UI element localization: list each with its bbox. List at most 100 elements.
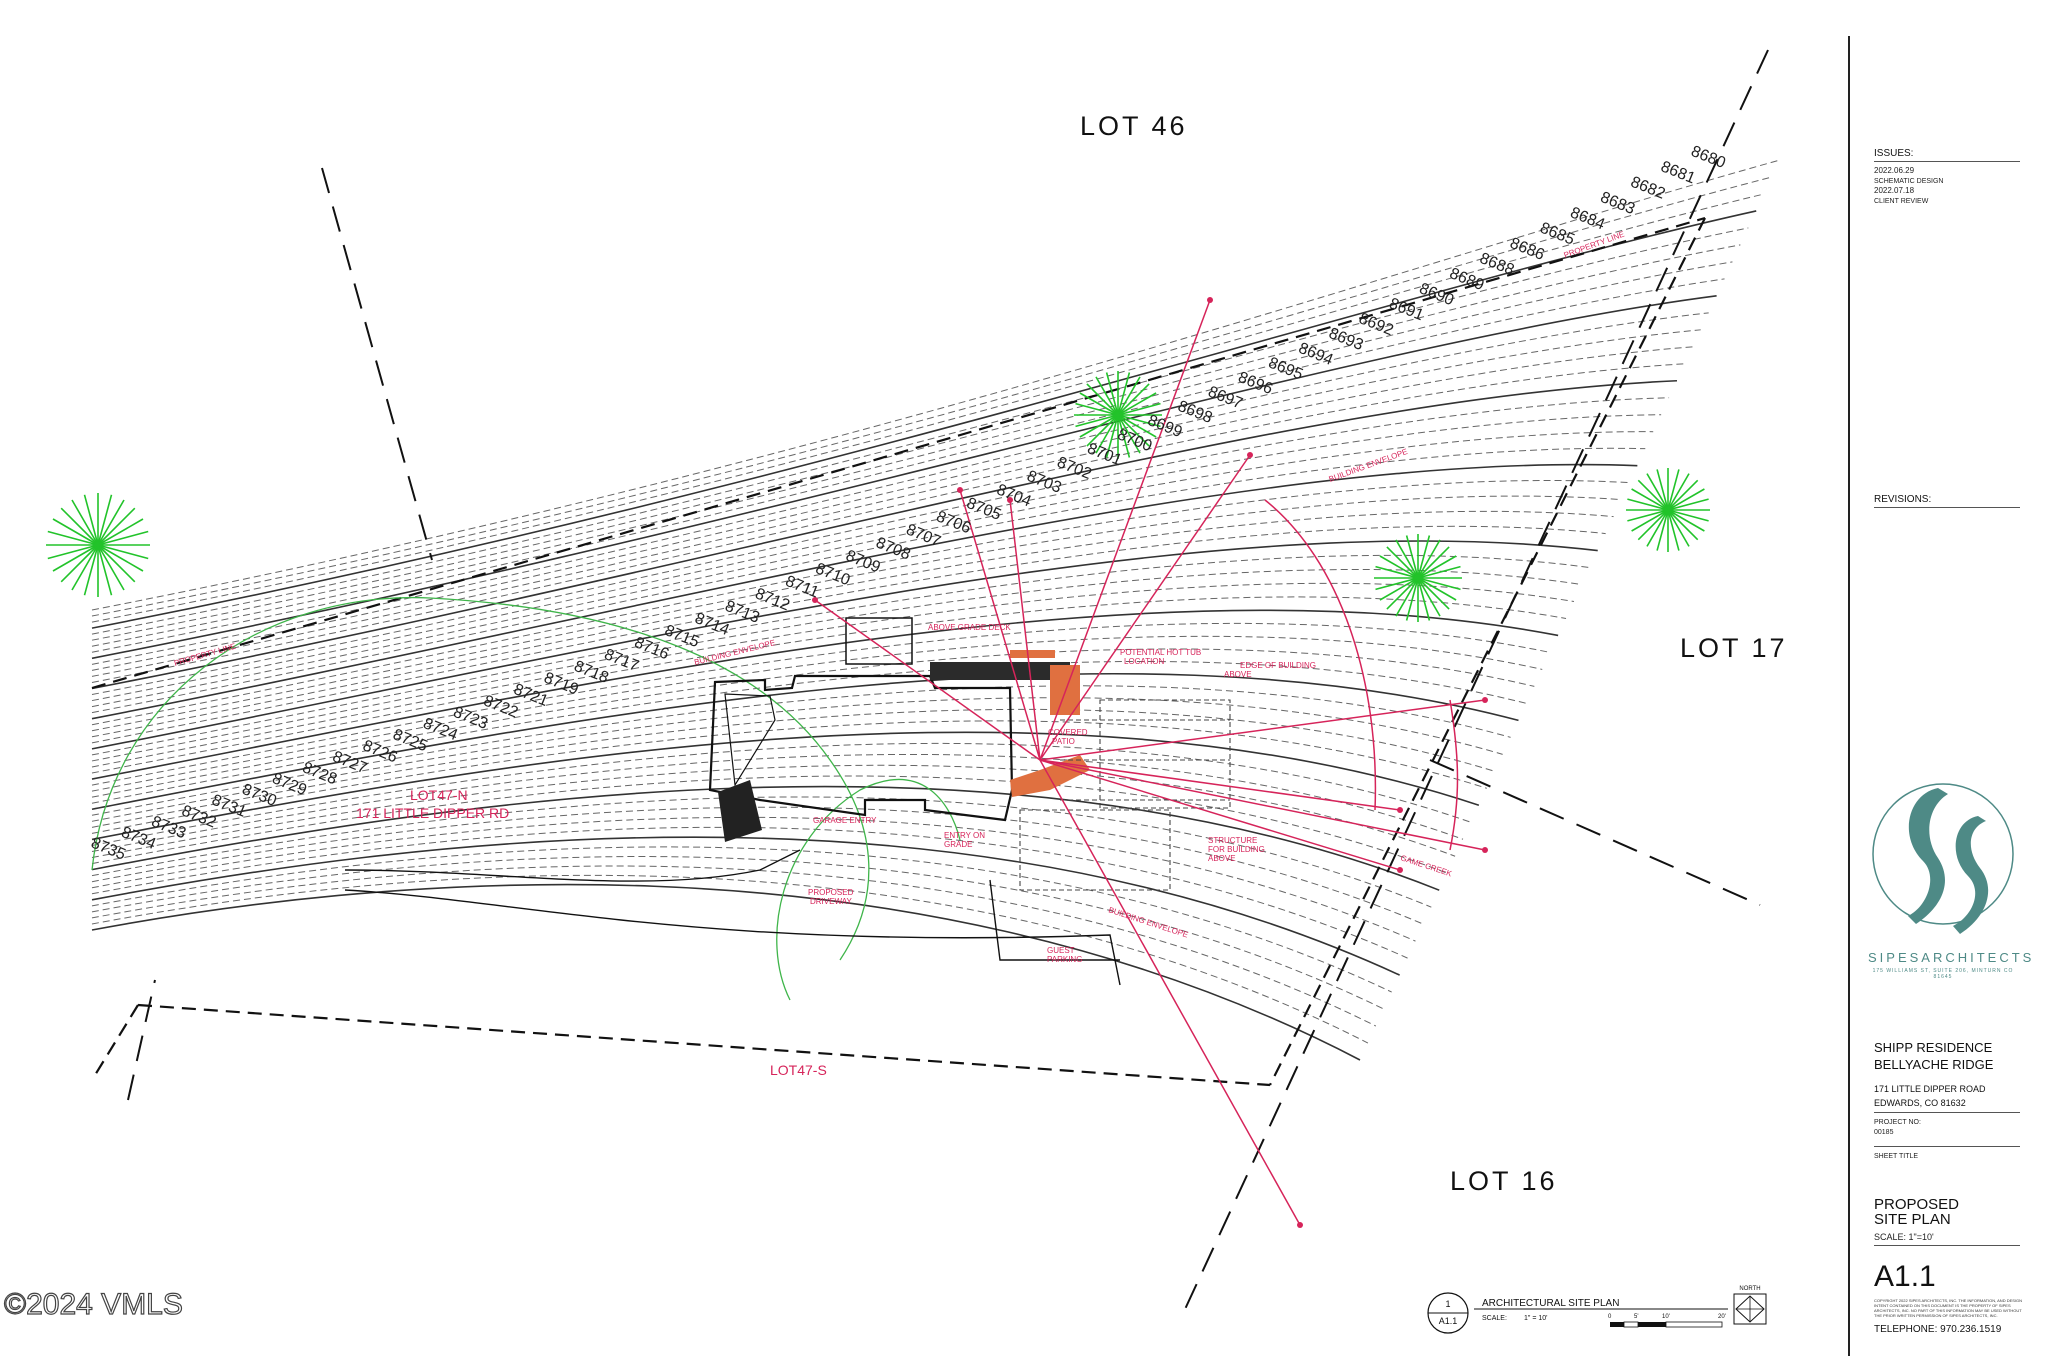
lot-47n-label: LOT47-N	[410, 787, 468, 803]
note-guest: GUEST	[1047, 946, 1075, 955]
contour-line	[91, 295, 1717, 660]
issue1-date: 2022.06.29	[1874, 166, 1915, 175]
contour-line	[91, 495, 1622, 732]
contour-line	[91, 414, 1662, 702]
contour-line	[91, 525, 1606, 744]
view-line	[1039, 299, 1211, 761]
contour-label: 8680	[1689, 143, 1728, 172]
contour-line	[91, 329, 1701, 671]
contour-label: 8690	[1417, 280, 1456, 309]
view-line-arrowhead	[1482, 847, 1488, 853]
note-above-grade-deck: ABOVE GRADE DECK	[928, 623, 1011, 632]
contour-line	[91, 660, 1527, 804]
north-label: NORTH	[1739, 1286, 1760, 1292]
contour-line	[91, 447, 1646, 714]
plan-address-label: 171 LITTLE DIPPER RD	[356, 805, 509, 821]
sipes-architects-logo-icon	[1872, 783, 2014, 934]
contour-label: 8681	[1658, 158, 1697, 187]
view-arc	[1264, 499, 1377, 811]
contour-line	[91, 554, 1590, 756]
note-covered: COVERED	[1048, 728, 1088, 737]
issues-label: ISSUES:	[1874, 148, 1914, 159]
lot-46-label: LOT 46	[1080, 111, 1188, 141]
view-arc	[1449, 699, 1459, 851]
sheet-title-1: PROPOSED	[1874, 1196, 1960, 1213]
view-line-arrowhead	[957, 487, 963, 493]
contour-line	[91, 874, 1369, 1044]
property-lines	[91, 216, 1706, 1087]
note-location: LOCATION	[1124, 657, 1165, 666]
tree-drip-lines	[91, 596, 961, 1001]
contour-line	[91, 720, 1487, 834]
sheet-scale: SCALE: 1"=10'	[1874, 1232, 1934, 1242]
lot-47s-label: LOT47-S	[770, 1062, 827, 1078]
scale-bar: 0 5' 10' 20'	[1608, 1314, 1726, 1328]
note-building-envelope-s: BUILDING ENVELOPE	[1107, 905, 1189, 939]
contour-label: 8699	[1145, 412, 1184, 441]
contour-line	[91, 697, 1503, 822]
contour-line	[91, 480, 1630, 726]
view-line	[1039, 759, 1401, 871]
contour-line	[91, 883, 1361, 1061]
contour-line	[91, 856, 1384, 1010]
contour-line	[91, 431, 1654, 708]
title-block: ISSUES: 2022.06.29 SCHEMATIC DESIGN 2022…	[1848, 36, 2048, 1356]
note-structure: STRUCTURE	[1208, 836, 1257, 845]
contour-line	[91, 685, 1511, 816]
view-line	[1039, 759, 1301, 1226]
project-no-label: PROJECT NO:	[1874, 1119, 1921, 1126]
view-line	[1039, 699, 1486, 761]
setback-lines	[127, 49, 1769, 1321]
tree-symbols	[46, 371, 1710, 622]
contour-label: 8692	[1356, 310, 1395, 339]
deck-dark-area	[930, 662, 1070, 680]
contour-line	[91, 582, 1575, 768]
contour-line	[91, 363, 1685, 683]
note-proposed: PROPOSED	[808, 888, 854, 897]
contour-line	[91, 227, 1749, 635]
view-line	[1039, 454, 1251, 761]
note-for-building: FOR BUILDING	[1208, 845, 1265, 854]
issues-rule	[1874, 161, 2020, 162]
project-address-2: EDWARDS, CO 81632	[1874, 1098, 1966, 1108]
driveway	[344, 849, 1121, 986]
sheet-title-2: SITE PLAN	[1874, 1211, 1951, 1228]
view-line	[1039, 759, 1401, 811]
scale-value: 1" = 10'	[1524, 1315, 1547, 1322]
contour-label: 8694	[1296, 340, 1335, 369]
contour-line	[91, 806, 1424, 925]
firm-address: 175 WILLIAMS ST, SUITE 206, MINTURN CO 8…	[1872, 968, 2014, 980]
contour-line	[91, 764, 1456, 859]
view-line-arrowhead	[1007, 497, 1013, 503]
view-line-arrowhead	[1247, 452, 1253, 458]
note-building-envelope-n: BUILDING ENVELOPE	[1328, 447, 1409, 484]
contour-label: 8697	[1205, 383, 1244, 412]
contour-line	[91, 708, 1495, 828]
scale-rule	[1874, 1245, 2020, 1246]
scale-label: SCALE:	[1482, 1315, 1507, 1322]
contour-line	[91, 278, 1725, 653]
title-block-border	[1848, 36, 1850, 1356]
tree-icon	[1626, 468, 1710, 552]
note-garage-entry: GARAGE ENTRY	[813, 816, 877, 825]
contour-line	[91, 742, 1472, 846]
contour-line	[91, 244, 1741, 641]
view-line-arrowhead	[1482, 697, 1488, 703]
contour-line	[91, 312, 1709, 665]
contour-label: 8683	[1598, 189, 1637, 218]
contour-line	[91, 510, 1614, 738]
contour-line	[91, 176, 1773, 617]
contour-line	[91, 846, 1392, 993]
view-line-arrowhead	[812, 597, 818, 603]
stair-dark	[718, 780, 762, 842]
contour-line	[91, 731, 1480, 841]
issue1-desc: SCHEMATIC DESIGN	[1874, 178, 1944, 185]
view-line	[814, 599, 1041, 761]
vmls-watermark: ©2024 VMLS	[3, 1287, 183, 1321]
project-name-2: BELLYACHE RIDGE	[1874, 1057, 1994, 1072]
issue2-date: 2022.07.18	[1874, 186, 1915, 195]
scale-tick-0: 0	[1608, 1314, 1612, 1320]
revisions-rule	[1874, 507, 2020, 508]
contour-line	[91, 193, 1765, 623]
view-line-arrowhead	[1297, 1222, 1303, 1228]
